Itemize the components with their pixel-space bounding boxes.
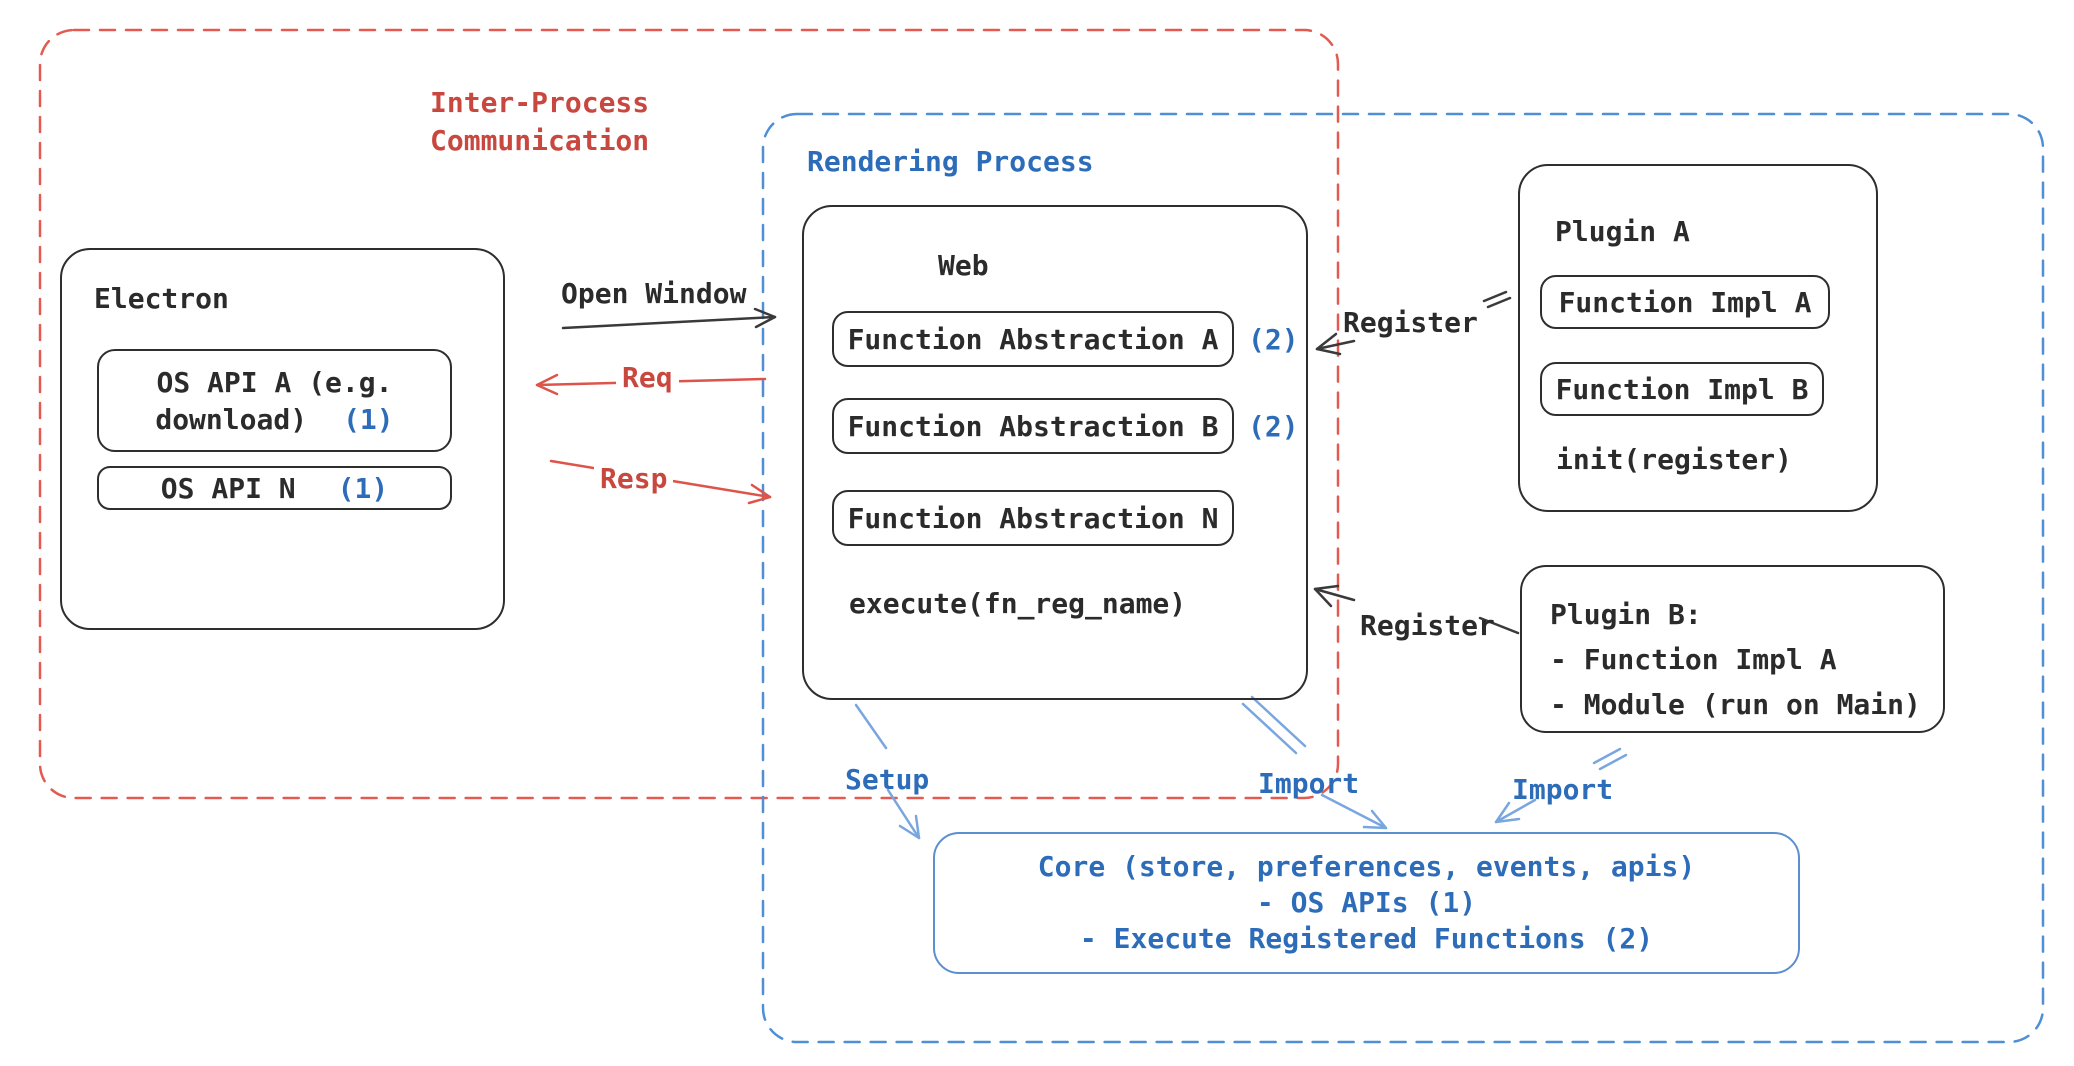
plugin-b-item-module: - Module (run on Main) xyxy=(1550,688,1921,721)
web-title: Web xyxy=(938,249,989,282)
init-register-label: init(register) xyxy=(1556,443,1793,476)
os-api-a-line2: download) xyxy=(155,402,308,436)
plugin-b-box xyxy=(1520,565,1945,733)
electron-box xyxy=(60,248,505,630)
function-abstraction-a-box: Function Abstraction A xyxy=(832,311,1234,367)
core-box: Core (store, preferences, events, apis) … xyxy=(933,832,1800,974)
plugin-b-title: Plugin B: xyxy=(1550,598,1702,631)
function-abstraction-b-label: Function Abstraction B xyxy=(847,409,1219,443)
ipc-title-line2: Communication xyxy=(430,124,650,157)
os-api-n-box: OS API N (1) xyxy=(97,466,452,510)
os-api-n-label: OS API N xyxy=(160,471,296,505)
resp-label: Resp xyxy=(594,463,674,495)
rendering-process-boundary xyxy=(761,112,2045,1044)
rendering-process-title: Rendering Process xyxy=(807,145,1094,178)
setup-arrow xyxy=(854,703,921,840)
register-top-label: Register xyxy=(1343,306,1478,339)
import-plugin-label: Import xyxy=(1512,773,1614,806)
electron-title: Electron xyxy=(94,282,229,315)
function-abstraction-n-box: Function Abstraction N xyxy=(832,490,1234,546)
req-label: Req xyxy=(616,362,679,394)
ipc-title-line1: Inter-Process xyxy=(430,86,650,119)
register-top-arrow xyxy=(1315,290,1512,356)
function-impl-a-box: Function Impl A xyxy=(1540,275,1830,329)
os-api-a-box: OS API A (e.g. download) (1) xyxy=(97,349,452,452)
register-bottom-arrow xyxy=(1313,584,1520,635)
function-abstraction-b-box: Function Abstraction B xyxy=(832,398,1234,454)
function-impl-a-label: Function Impl A xyxy=(1558,285,1812,319)
os-api-n-badge: (1) xyxy=(337,471,389,505)
open-window-arrow xyxy=(561,307,777,330)
import-plugin-arrow xyxy=(1494,747,1628,824)
function-abstraction-n-label: Function Abstraction N xyxy=(847,501,1219,535)
function-abstraction-b-badge: (2) xyxy=(1248,409,1299,443)
plugin-b-item-impl-a: - Function Impl A xyxy=(1550,643,1837,676)
plugin-b-text: Plugin B: - Function Impl A - Module (run … xyxy=(1550,592,1921,727)
function-abstraction-a-badge: (2) xyxy=(1248,322,1299,356)
plugin-a-title: Plugin A xyxy=(1555,215,1690,248)
core-line-3: - Execute Registered Functions (2) xyxy=(1079,922,1654,955)
function-abstraction-a-label: Function Abstraction A xyxy=(847,322,1219,356)
function-abstraction-n-row: Function Abstraction N xyxy=(832,490,1248,546)
os-api-a-line1: OS API A (e.g. xyxy=(156,365,393,399)
os-api-a-badge: (1) xyxy=(343,402,394,436)
function-abstraction-a-row: Function Abstraction A (2) xyxy=(832,311,1299,367)
function-impl-b-label: Function Impl B xyxy=(1555,372,1809,406)
register-bottom-label: Register xyxy=(1360,609,1495,642)
function-abstraction-b-row: Function Abstraction B (2) xyxy=(832,398,1299,454)
import-web-arrow xyxy=(1241,695,1388,830)
ipc-boundary xyxy=(38,28,1340,800)
core-line-1: Core (store, preferences, events, apis) xyxy=(1037,850,1696,883)
plugin-a-box xyxy=(1518,164,1878,512)
os-api-a-line2-row: download) (1) xyxy=(155,401,393,438)
open-window-label: Open Window xyxy=(561,277,747,310)
core-line-2: - OS APIs (1) xyxy=(1256,886,1477,919)
execute-function-label: execute(fn_reg_name) xyxy=(849,587,1187,620)
function-impl-b-box: Function Impl B xyxy=(1540,362,1824,416)
web-box xyxy=(802,205,1308,700)
import-web-label: Import xyxy=(1258,767,1360,800)
setup-label: Setup xyxy=(845,763,930,796)
